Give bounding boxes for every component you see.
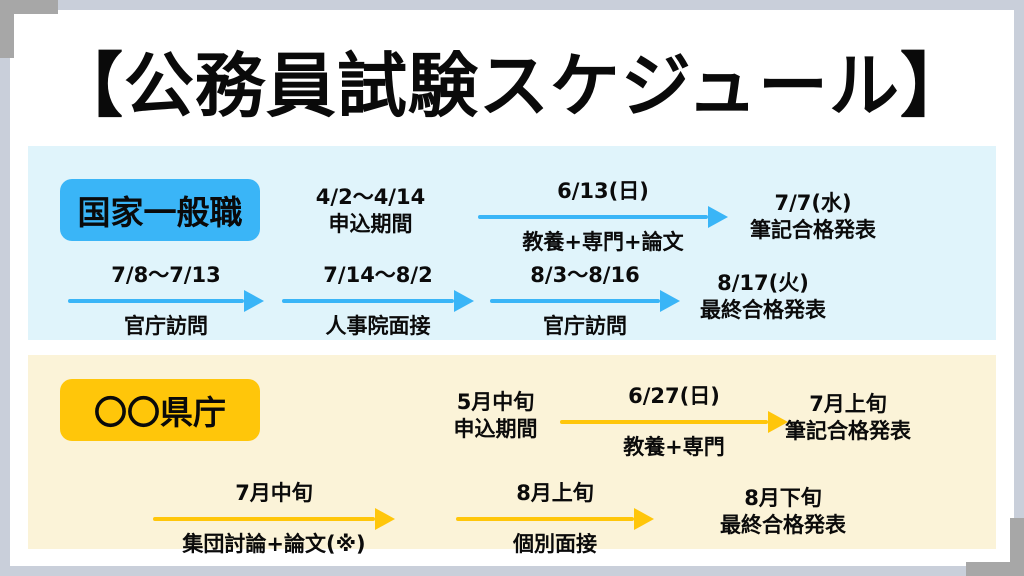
arrow-shaft bbox=[490, 290, 680, 312]
arrowhead-icon bbox=[768, 411, 788, 433]
step-date: 8/17(火) bbox=[717, 271, 809, 295]
step-date: 8月上旬 bbox=[516, 481, 594, 505]
national-final-result-step: 8/17(火) 最終合格発表 bbox=[658, 270, 868, 324]
national-apply-step: 4/2〜4/14 申込期間 bbox=[273, 184, 468, 238]
arrow-line bbox=[478, 215, 708, 219]
national-written-result-step: 7/7(水) 筆記合格発表 bbox=[708, 190, 918, 244]
step-label: 筆記合格発表 bbox=[750, 218, 876, 242]
arrow-line bbox=[68, 299, 244, 303]
prefecture-section: 〇〇県庁 5月中旬 申込期間 6/27(日) 教養+専門 7月上旬 筆記合格発表… bbox=[28, 355, 996, 556]
arrow-line bbox=[282, 299, 454, 303]
prefecture-written-result-step: 7月上旬 筆記合格発表 bbox=[743, 391, 953, 445]
arrowhead-icon bbox=[660, 290, 680, 312]
arrowhead-icon bbox=[708, 206, 728, 228]
page-title: 【公務員試験スケジュール】 bbox=[52, 45, 972, 127]
corner-bracket-bottom-right bbox=[1010, 518, 1024, 576]
arrowhead-icon bbox=[375, 508, 395, 530]
arrow-line bbox=[560, 420, 768, 424]
arrow-shaft bbox=[153, 508, 395, 530]
step-date: 7月中旬 bbox=[235, 481, 313, 505]
national-visit2-arrow: 8/3〜8/16 官庁訪問 bbox=[490, 262, 680, 340]
step-label: 申込期間 bbox=[328, 212, 413, 236]
arrow-shaft bbox=[282, 290, 474, 312]
step-label: 最終合格発表 bbox=[700, 298, 826, 322]
step-label: 人事院面接 bbox=[325, 314, 431, 338]
step-date: 6/27(日) bbox=[628, 384, 720, 408]
prefecture-badge: 〇〇県庁 bbox=[60, 379, 260, 441]
step-label: 官庁訪問 bbox=[124, 314, 208, 338]
prefecture-exam-arrow: 6/27(日) 教養+専門 bbox=[560, 383, 788, 461]
arrow-shaft bbox=[560, 411, 788, 433]
arrow-shaft bbox=[68, 290, 264, 312]
prefecture-apply-step: 5月中旬 申込期間 bbox=[398, 389, 593, 443]
prefecture-final-result-step: 8月下旬 最終合格発表 bbox=[678, 485, 888, 539]
arrow-shaft bbox=[478, 206, 728, 228]
step-date: 7/8〜7/13 bbox=[111, 263, 221, 287]
prefecture-discussion-arrow: 7月中旬 集団討論+論文(※) bbox=[153, 480, 395, 558]
arrowhead-icon bbox=[454, 290, 474, 312]
step-date: 8/3〜8/16 bbox=[530, 263, 640, 287]
step-date: 8月下旬 bbox=[744, 486, 822, 510]
step-label: 集団討論+論文(※) bbox=[182, 532, 366, 556]
step-date: 4/2〜4/14 bbox=[315, 185, 426, 209]
corner-bracket-top-left bbox=[0, 0, 58, 14]
step-date: 7月上旬 bbox=[809, 392, 887, 416]
arrow-line bbox=[456, 517, 634, 521]
arrowhead-icon bbox=[244, 290, 264, 312]
step-label: 教養+専門+論文 bbox=[522, 230, 684, 254]
step-date: 7/7(水) bbox=[774, 191, 852, 215]
corner-bracket-top-left bbox=[0, 0, 14, 58]
national-exam-arrow: 6/13(日) 教養+専門+論文 bbox=[478, 178, 728, 256]
national-interview-arrow: 7/14〜8/2 人事院面接 bbox=[282, 262, 474, 340]
national-badge: 国家一般職 bbox=[60, 179, 260, 241]
step-date: 5月中旬 bbox=[456, 390, 535, 414]
step-label: 申込期間 bbox=[453, 417, 538, 441]
arrow-line bbox=[153, 517, 375, 521]
prefecture-interview-arrow: 8月上旬 個別面接 bbox=[456, 480, 654, 558]
arrowhead-icon bbox=[634, 508, 654, 530]
arrow-line bbox=[490, 299, 660, 303]
step-label: 教養+専門 bbox=[623, 435, 725, 459]
arrow-shaft bbox=[456, 508, 654, 530]
step-date: 7/14〜8/2 bbox=[323, 263, 433, 287]
step-label: 個別面接 bbox=[513, 532, 597, 556]
national-visit1-arrow: 7/8〜7/13 官庁訪問 bbox=[68, 262, 264, 340]
step-date: 6/13(日) bbox=[557, 179, 649, 203]
corner-bracket-bottom-right bbox=[966, 562, 1024, 576]
step-label: 官庁訪問 bbox=[543, 314, 627, 338]
step-label: 最終合格発表 bbox=[720, 513, 846, 537]
national-section: 国家一般職 4/2〜4/14 申込期間 6/13(日) 教養+専門+論文 7/7… bbox=[28, 146, 996, 340]
step-label: 筆記合格発表 bbox=[785, 419, 911, 443]
